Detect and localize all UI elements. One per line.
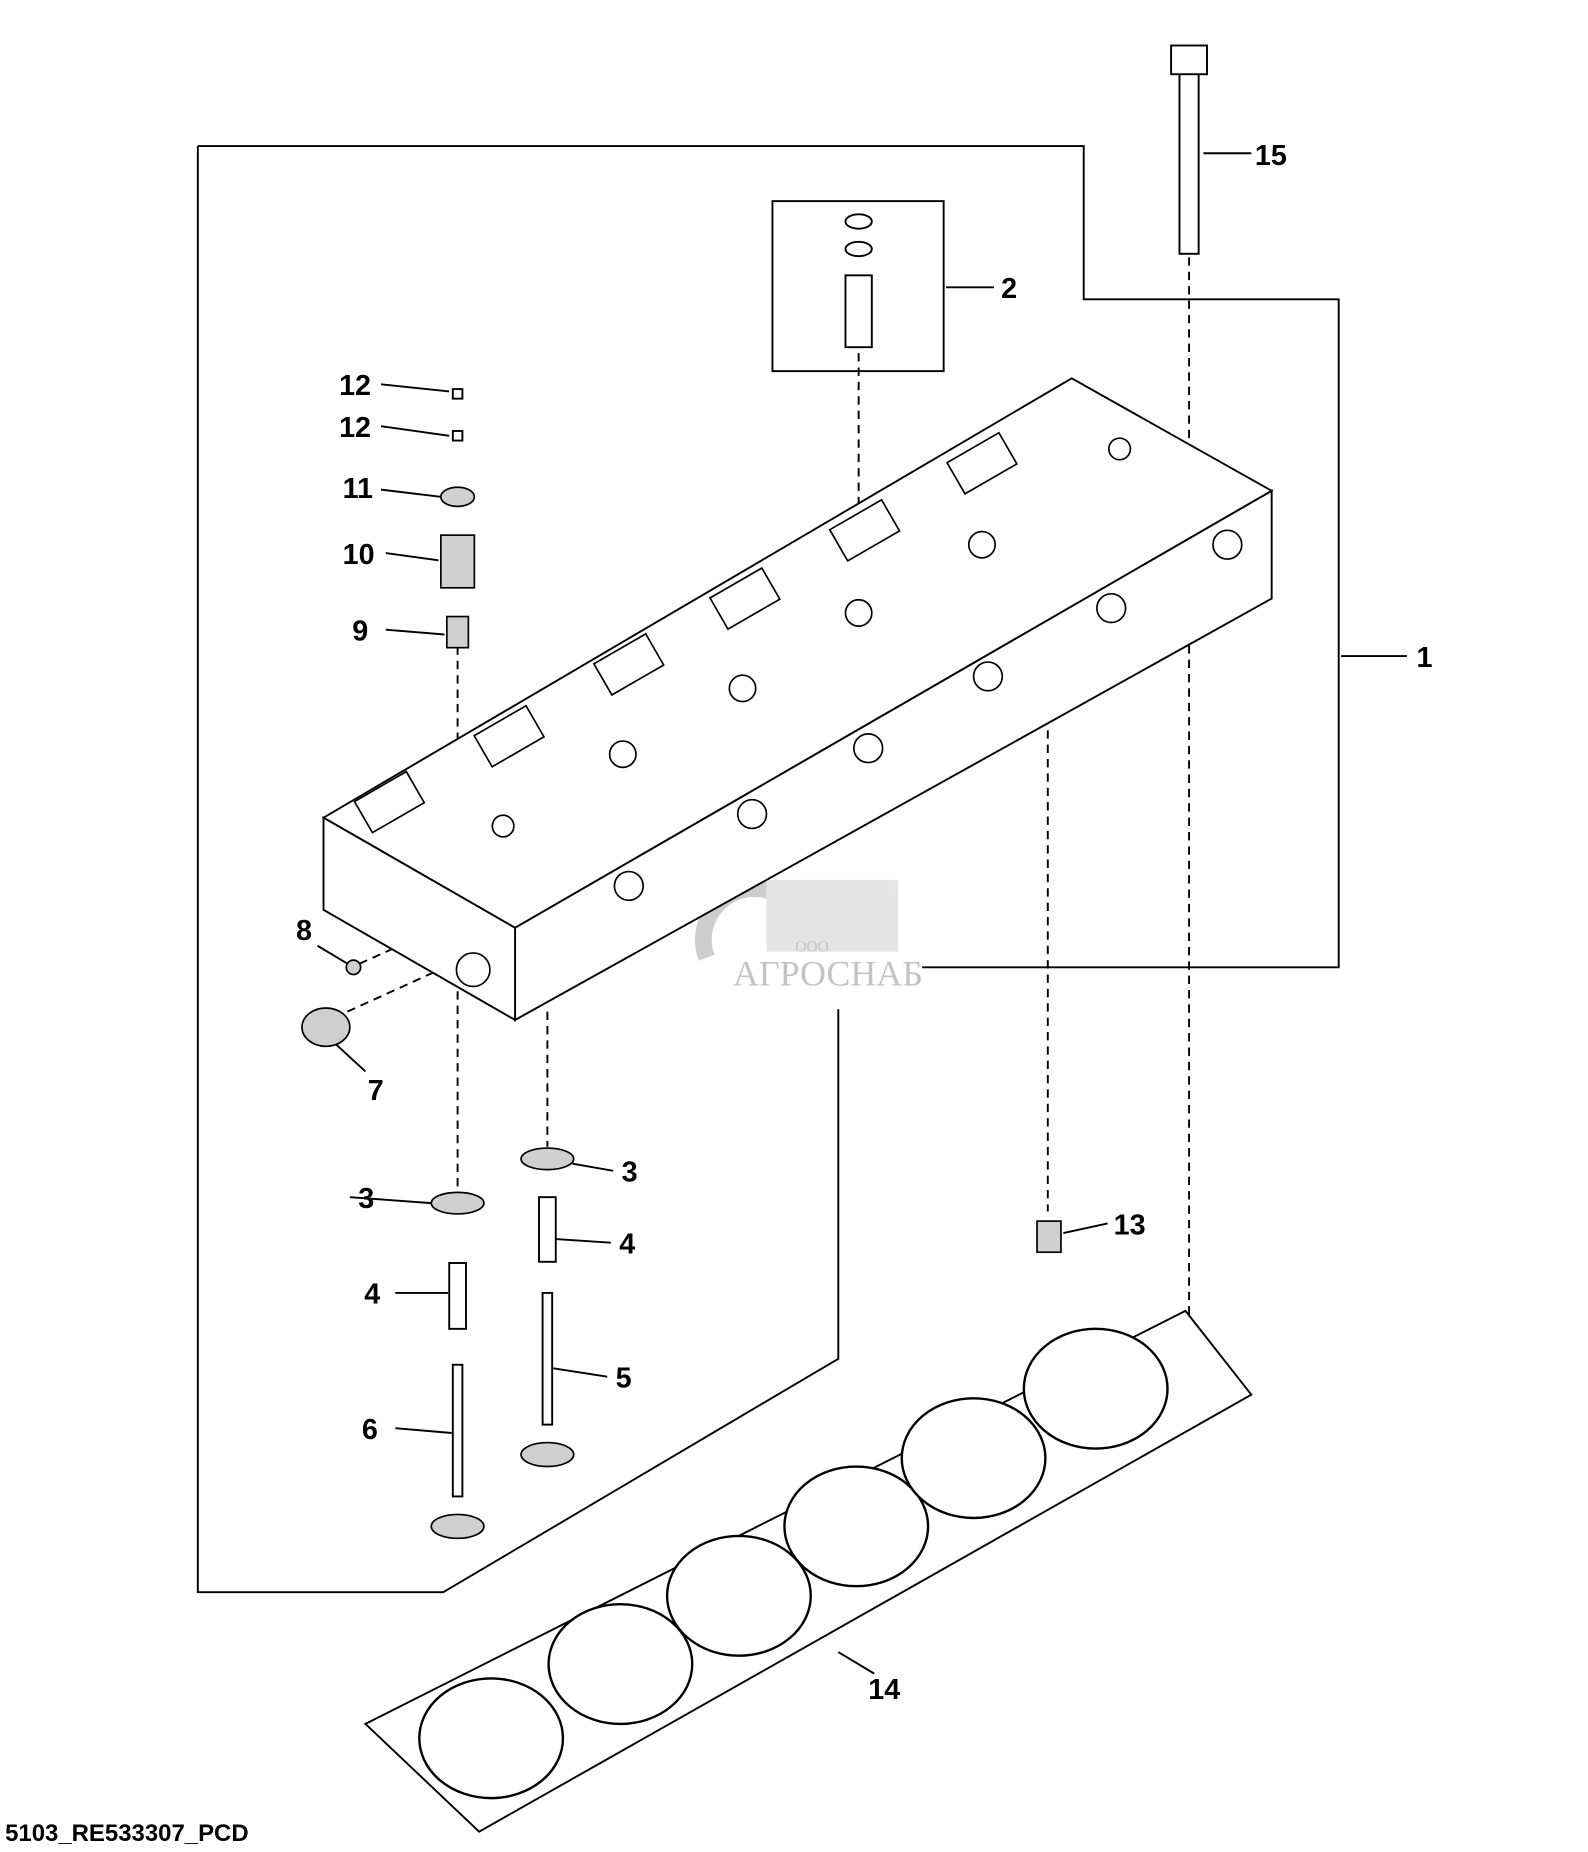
watermark-logo: ООО АГРОСНАБ	[694, 879, 923, 993]
callout-9: 9	[352, 615, 368, 647]
callout-3: 3	[622, 1157, 638, 1189]
callout-4: 4	[619, 1228, 635, 1260]
head-bolt	[1170, 44, 1208, 255]
callout-3: 3	[358, 1183, 374, 1215]
valve-train-parts	[301, 388, 1062, 1540]
svg-text:АГРОСНАБ: АГРОСНАБ	[733, 953, 923, 993]
callouts: 15 2 1 12 12 11 10 9 8 7 3 3 4 4 13 5 6 …	[296, 140, 1433, 1706]
callout-6: 6	[362, 1414, 378, 1446]
callout-1: 1	[1417, 642, 1433, 674]
callout-13: 13	[1114, 1209, 1146, 1241]
callout-12: 12	[339, 370, 371, 402]
callout-12: 12	[339, 412, 371, 444]
cylinder-head	[321, 377, 1274, 1022]
callout-4: 4	[364, 1279, 380, 1311]
leader-lines	[317, 152, 1407, 1675]
injector-sleeve-kit	[844, 213, 873, 349]
assembly-bracket-line	[197, 145, 1340, 969]
callout-15: 15	[1255, 140, 1287, 172]
callout-11: 11	[343, 473, 373, 505]
callout-7: 7	[368, 1075, 384, 1107]
callout-5: 5	[616, 1363, 632, 1395]
callout-8: 8	[296, 915, 312, 947]
callout-14: 14	[868, 1674, 900, 1706]
callout-10: 10	[343, 539, 375, 571]
figure-caption: 5103_RE533307_PCD	[5, 1820, 249, 1847]
callout-2: 2	[1001, 273, 1017, 305]
head-gasket	[363, 1309, 1253, 1833]
assembly-frame-line	[196, 146, 840, 1594]
svg-text:ООО: ООО	[795, 939, 829, 956]
